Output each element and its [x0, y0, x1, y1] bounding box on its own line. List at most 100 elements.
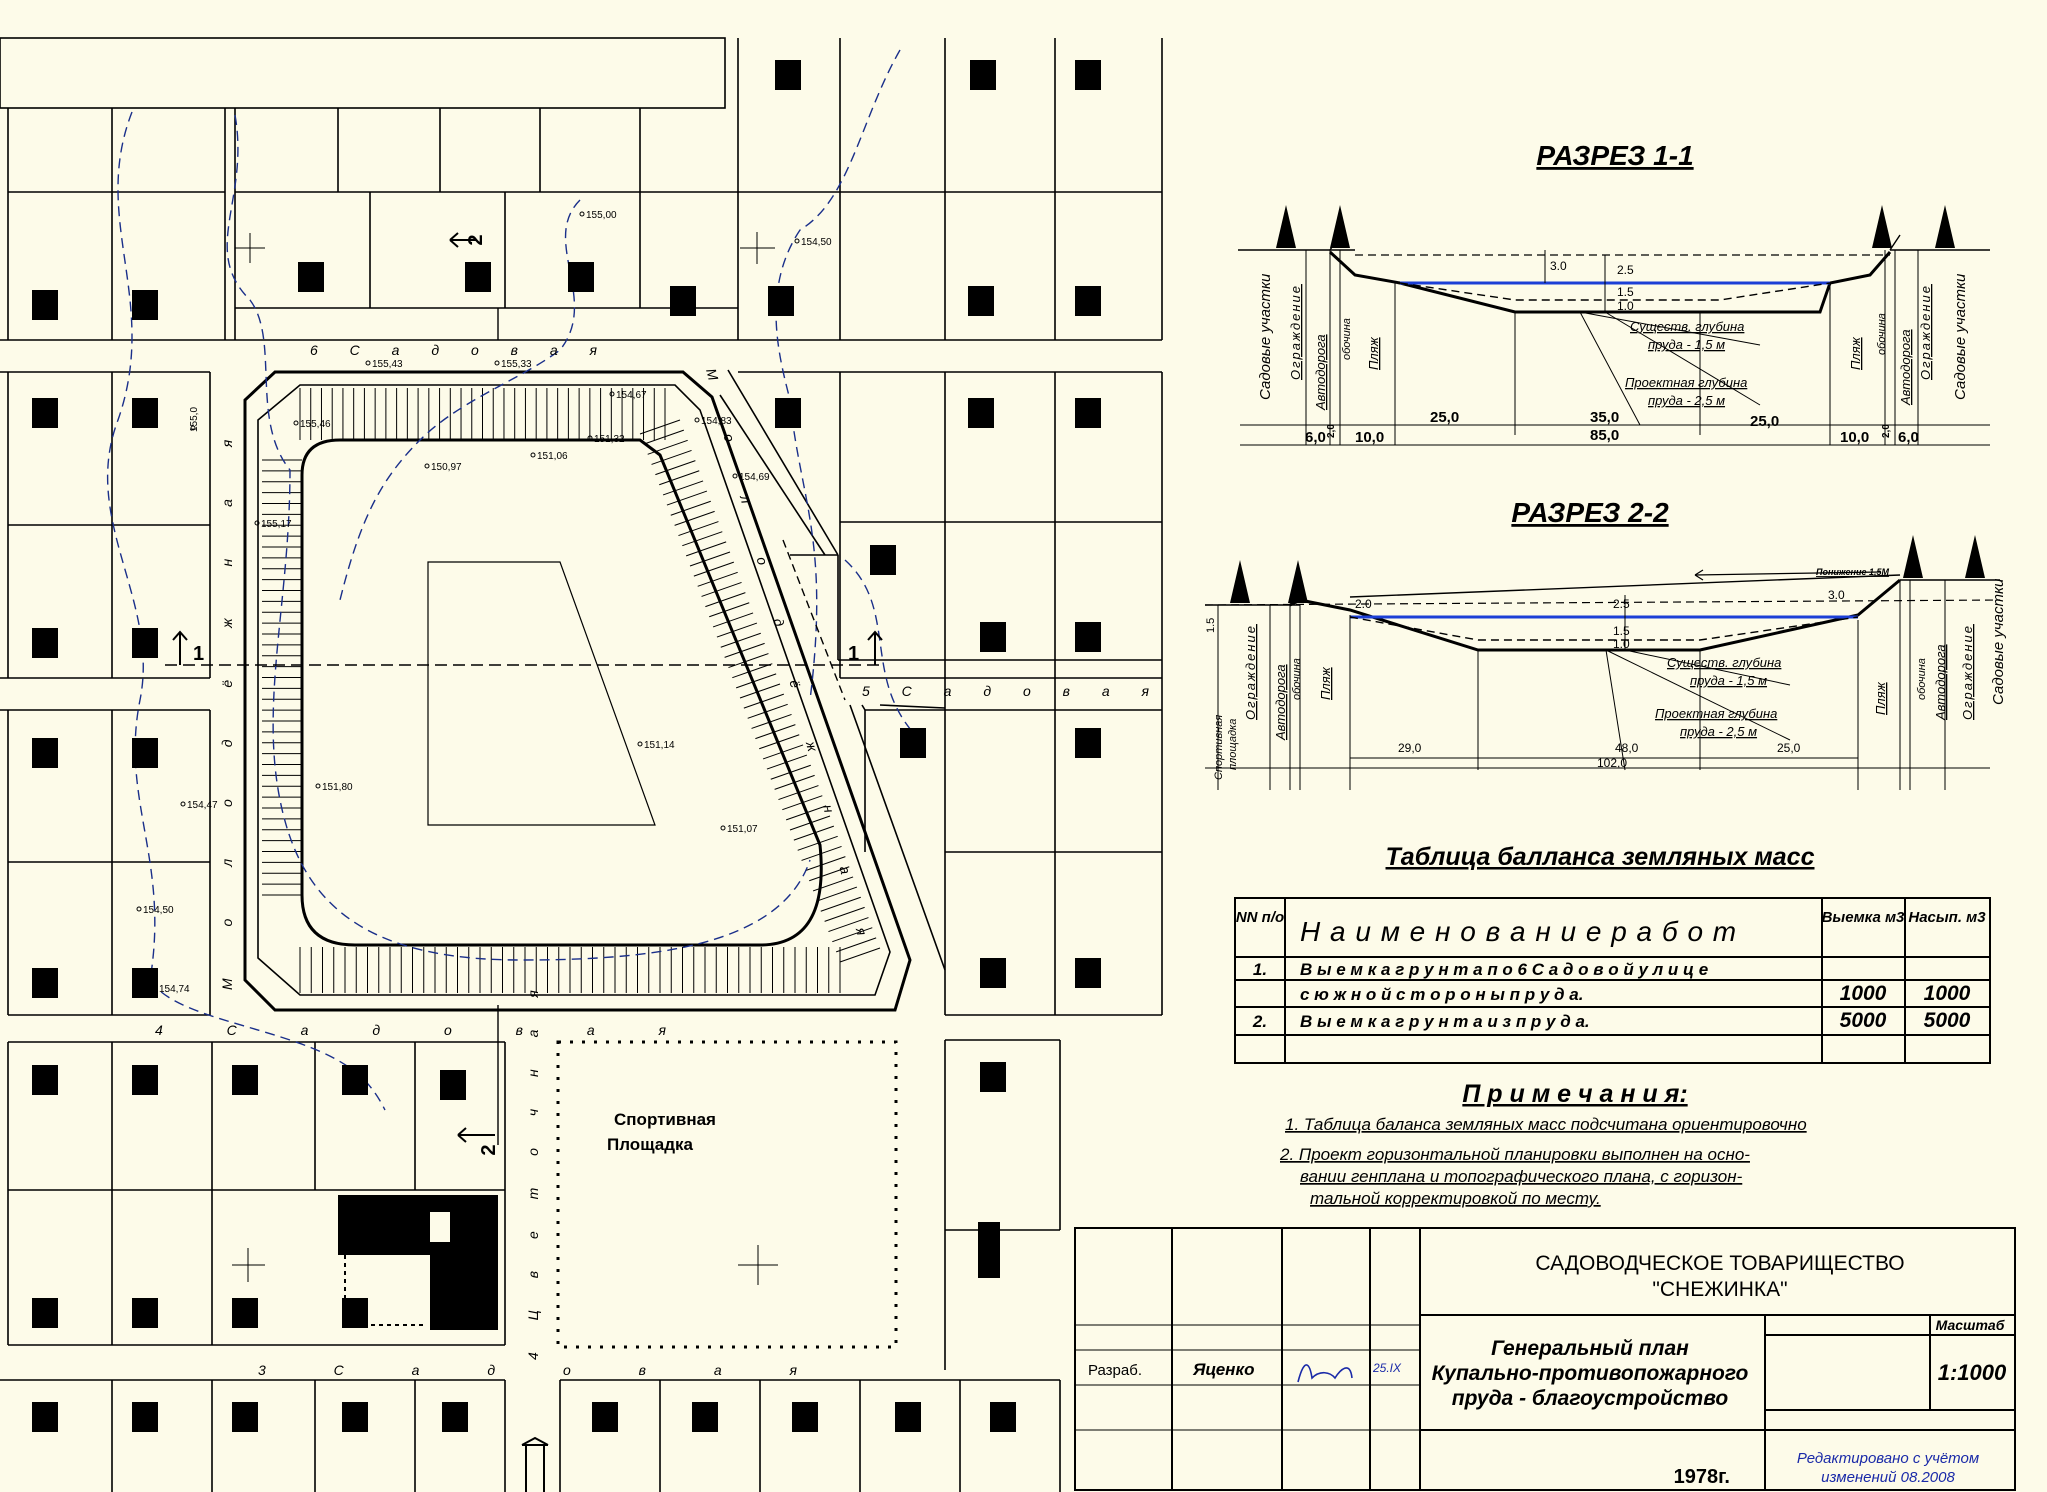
notes: П р и м е ч а н и я: 1. Таблица баланса … — [1279, 1080, 1807, 1208]
road-label: Автодорога — [1933, 644, 1948, 721]
section-cut-lines — [165, 308, 885, 1145]
building — [692, 1402, 718, 1432]
building — [1075, 286, 1101, 316]
building — [32, 290, 58, 320]
organization-name: САДОВОДЧЕСКОЕ ТОВАРИЩЕСТВО — [1535, 1252, 1904, 1275]
building — [32, 398, 58, 428]
elevation-value: 155,33 — [501, 359, 532, 370]
site-plan — [0, 37, 1163, 1492]
building — [32, 1065, 58, 1095]
existing-depth-label: пруда - 1,5 м — [1648, 337, 1725, 352]
level-mark: 2.5 — [1613, 597, 1630, 611]
organization-name: "СНЕЖИНКА" — [1652, 1278, 1787, 1301]
elevation-value: 154,50 — [801, 237, 832, 248]
table-header-num: NN п/о — [1236, 909, 1284, 926]
building — [568, 262, 594, 292]
top-parcel-strip — [0, 37, 726, 109]
signature — [1297, 1364, 1353, 1383]
elevation-point — [579, 211, 585, 217]
edit-note: изменений 08.2008 — [1821, 1469, 1955, 1486]
balance-table-title: Таблица балланса земляных масс — [1386, 843, 1815, 871]
section-marker-label: 1 — [193, 643, 204, 665]
elevation-point — [530, 452, 536, 458]
building — [870, 545, 896, 575]
title-block: САДОВОДЧЕСКОЕ ТОВАРИЩЕСТВО "СНЕЖИНКА" Ге… — [1074, 1227, 2016, 1491]
elevation-value: 151,06 — [537, 451, 568, 462]
elevation-point — [293, 420, 299, 426]
scale-value: 1:1000 — [1938, 1360, 2007, 1385]
elevation-value: 154,74 — [159, 984, 190, 995]
buildings — [32, 60, 1101, 1432]
beach-label: Пляж — [1366, 336, 1381, 370]
fence-label: Ограждение — [1918, 284, 1933, 380]
building — [980, 622, 1006, 652]
tree-icons — [1276, 205, 1955, 248]
building — [1075, 622, 1101, 652]
dimension-value: 10,0 — [1840, 429, 1869, 446]
tree-icons — [1230, 535, 1985, 603]
building — [968, 286, 994, 316]
sports-ground-outline — [556, 1040, 898, 1349]
building — [1075, 60, 1101, 90]
building — [900, 728, 926, 758]
level-mark: 2.5 — [1617, 263, 1634, 277]
elevation-point — [254, 520, 260, 526]
elevation-value: 155,17 — [261, 519, 292, 530]
road-label: Автодорога — [1273, 664, 1288, 741]
building — [980, 1062, 1006, 1092]
building — [978, 1222, 1000, 1278]
developer-role: Разраб. — [1088, 1362, 1142, 1379]
building — [232, 1065, 258, 1095]
street-label: 4 С а д о в а я — [155, 1022, 696, 1038]
building — [440, 1070, 466, 1100]
sports-ground-label: Спортивная — [614, 1110, 716, 1129]
survey-crosshairs — [232, 232, 778, 1285]
level-mark: 1.5 — [1617, 285, 1634, 299]
design-depth-label: Проектная глубина — [1655, 706, 1777, 721]
building — [970, 60, 996, 90]
level-mark: 2.0 — [1355, 597, 1372, 611]
parcel-grid — [0, 38, 1163, 1492]
building — [895, 1402, 921, 1432]
elevation-point — [694, 417, 700, 423]
garden-right-label: Садовые участки — [1952, 273, 1969, 400]
elevation-point — [637, 741, 643, 747]
existing-depth-label: пруда - 1,5 м — [1690, 673, 1767, 688]
building — [232, 1402, 258, 1432]
shoulder-label: обочина — [1291, 658, 1303, 700]
building — [132, 398, 158, 428]
dimension-value: 2,0 — [1881, 424, 1892, 438]
sports-label: площадка — [1227, 719, 1239, 770]
building — [980, 958, 1006, 988]
dimension-value: 6,0 — [1898, 429, 1919, 446]
section-1-title: РАЗРЕЗ 1-1 — [1536, 140, 1693, 171]
design-depth-label: пруда - 2,5 м — [1648, 393, 1725, 408]
elevation-point — [315, 783, 321, 789]
table-header-cut: Выемка м3 — [1822, 909, 1905, 926]
table-cell-name: с ю ж н о й с т о р о н ы п р у д а. — [1300, 985, 1583, 1004]
building — [775, 398, 801, 428]
elevation-value: 154,83 — [701, 416, 732, 427]
note-line: вании генплана и топографического плана,… — [1300, 1167, 1743, 1186]
drawing-title: пруда - благоустройство — [1452, 1387, 1729, 1410]
section-2-title: РАЗРЕЗ 2-2 — [1511, 497, 1669, 528]
table-cell-fill: 1000 — [1924, 982, 1971, 1005]
developer-name: Яценко — [1192, 1360, 1254, 1379]
drawing-title: Генеральный план — [1491, 1337, 1689, 1360]
building — [32, 628, 58, 658]
elevation-value: 151,07 — [727, 824, 758, 835]
note-line: тальной корректировкой по месту. — [1310, 1189, 1601, 1208]
dimension-value: 25,0 — [1777, 741, 1801, 755]
table-cell-name: В ы е м к а г р у н т а и з п р у д а. — [1300, 1012, 1590, 1031]
building — [132, 1065, 158, 1095]
building — [990, 1402, 1016, 1432]
beach-label: Пляж — [1848, 336, 1863, 370]
elevation-value: 155,43 — [372, 359, 403, 370]
elevation-point — [136, 906, 142, 912]
street-label: 6 С а д о в а я — [310, 342, 611, 358]
pond-deep-zone — [427, 561, 656, 826]
building — [132, 968, 158, 998]
building — [968, 398, 994, 428]
dimension-value: 85,0 — [1590, 427, 1619, 444]
